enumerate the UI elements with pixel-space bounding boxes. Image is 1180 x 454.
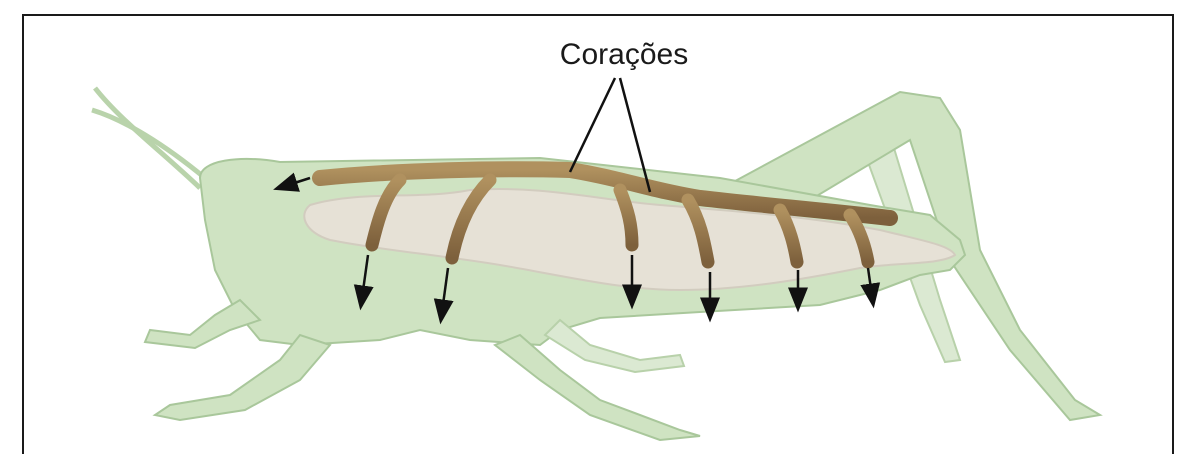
hearts-label: Corações <box>560 38 688 71</box>
middle-leg-far <box>545 320 684 372</box>
pointer-line <box>570 78 615 172</box>
grasshopper-circulatory-diagram: Corações <box>0 0 1180 441</box>
middle-leg <box>155 335 330 420</box>
front-leg <box>145 300 260 348</box>
